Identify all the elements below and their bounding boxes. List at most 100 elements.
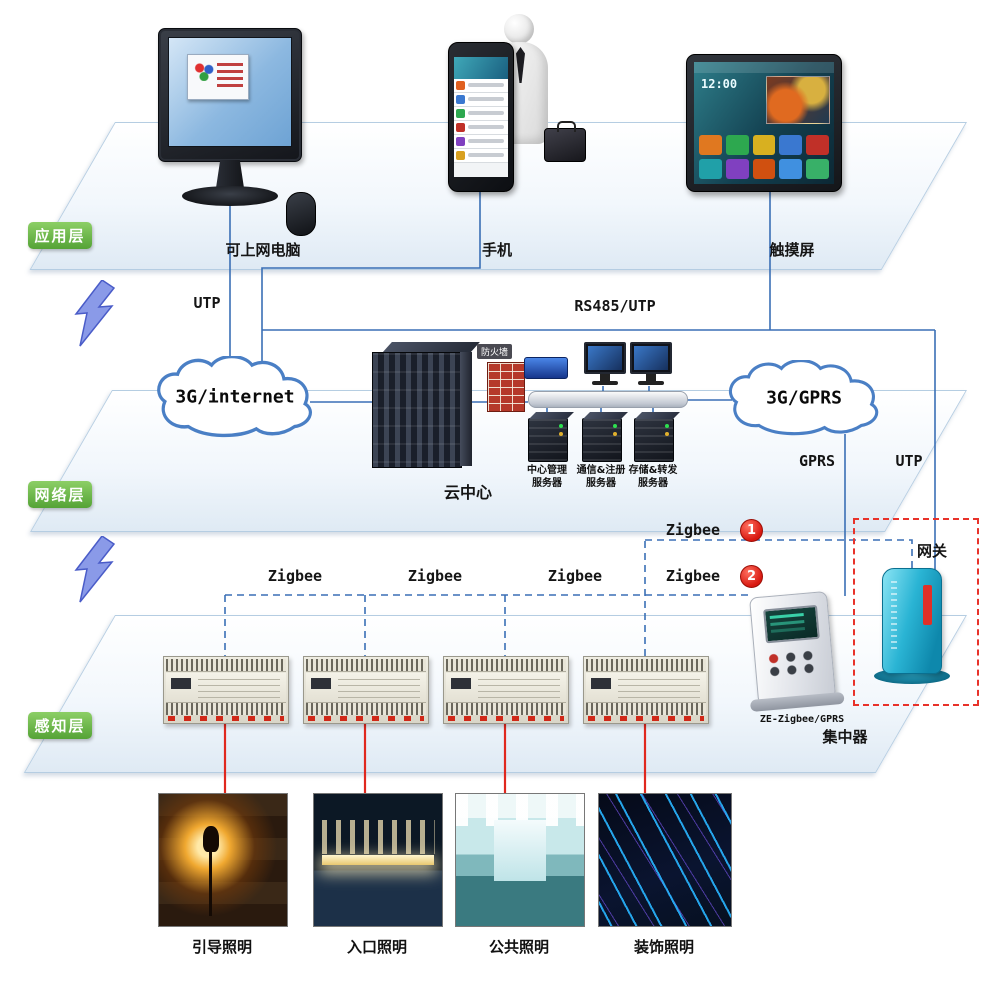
touchscreen-display: 12:00 — [694, 62, 834, 184]
server-rack — [372, 342, 480, 468]
phone-list-row — [454, 121, 508, 135]
utp-right-link-label: UTP — [895, 452, 923, 470]
terminal-pins — [586, 659, 706, 672]
app-icon — [699, 159, 722, 179]
zigbee-badge-2: 2 — [740, 565, 763, 588]
workstation-screen — [630, 342, 672, 374]
app-icon — [725, 135, 749, 155]
phone-list-row — [454, 79, 508, 93]
server-rack-side — [460, 352, 472, 466]
app-icon — [752, 159, 776, 179]
controller-texture — [338, 679, 420, 701]
mouse — [286, 192, 316, 236]
gateway-brand-stripe — [923, 585, 932, 625]
workstation-base — [592, 381, 618, 385]
smartphone — [448, 42, 514, 192]
application-layer-label: 应用层 — [28, 222, 92, 249]
decorative-lighting-photo — [598, 793, 732, 927]
workstation-stand — [600, 374, 610, 381]
phone-list-row — [454, 107, 508, 121]
workstation-screen — [584, 342, 626, 374]
app-icon — [699, 135, 722, 155]
internet-cloud: 3G/internet — [150, 354, 320, 438]
gateway-device — [874, 568, 950, 688]
network-layer-label: 网络层 — [28, 481, 92, 508]
cloud-shape — [728, 358, 879, 436]
entrance-lighting-photo — [313, 793, 443, 927]
monitor-frame — [158, 28, 302, 162]
terminal-pins — [166, 659, 286, 672]
terminal-pins — [166, 702, 286, 715]
zigbee-link-label-1: Zigbee — [267, 567, 323, 585]
pc-label: 可上网电脑 — [225, 241, 301, 259]
phone-header-image — [454, 57, 508, 79]
public-lighting-label: 公共照明 — [488, 938, 549, 956]
guide-lighting-photo — [158, 793, 288, 927]
terminal-pins — [586, 702, 706, 715]
concentrator-screen — [763, 604, 820, 644]
public-lighting-photo — [455, 793, 585, 927]
gateway-highlight-box — [853, 518, 979, 706]
zigbee-link-label-5: Zigbee — [665, 521, 721, 539]
workstation-stand — [646, 374, 656, 381]
controller-texture — [478, 679, 560, 701]
app-icon — [806, 159, 829, 179]
concentrator-model-label: ZE-Zigbee/GPRS — [759, 714, 845, 725]
terminal-red-covers — [308, 716, 424, 721]
businessman-figure-head — [504, 14, 534, 44]
zigbee-link-label-2: Zigbee — [407, 567, 463, 585]
terminal-red-covers — [168, 716, 284, 721]
corridor-end — [494, 820, 546, 882]
communication-server-label: 通信&注册 服务器 — [576, 465, 626, 489]
concentrator-device — [737, 590, 851, 717]
firewall-brick-wall — [487, 362, 525, 412]
controller-body — [306, 673, 426, 705]
window-text-bars — [217, 63, 243, 91]
server-bus-bar — [528, 391, 688, 408]
entrance-lighting-label: 入口照明 — [346, 938, 407, 956]
lit-canopy — [321, 854, 435, 865]
app-icon — [752, 135, 776, 155]
phone-label: 手机 — [481, 241, 512, 259]
lantern-silhouette — [202, 825, 219, 916]
concentrator-body — [749, 590, 837, 706]
cloud-center-label: 云中心 — [443, 483, 492, 502]
management-server — [528, 418, 568, 462]
touchscreen-app-grid — [699, 135, 829, 179]
utp-left-link-label: UTP — [193, 294, 221, 312]
window-logo-icon — [193, 61, 215, 81]
workstation-monitor — [584, 342, 626, 390]
controller-texture — [198, 679, 280, 701]
controller-body — [166, 673, 286, 705]
lighting-controller-module — [163, 656, 289, 724]
lighting-controller-module — [303, 656, 429, 724]
controller-tag — [171, 678, 191, 689]
storage-server-label: 存储&转发 服务器 — [628, 465, 678, 489]
lightning-icon — [74, 280, 116, 347]
lighting-controller-module — [443, 656, 569, 724]
monitor-base — [182, 186, 278, 206]
concentrator-label: 集中器 — [822, 728, 868, 746]
desktop-window — [187, 54, 249, 100]
monitor-stand — [216, 160, 244, 188]
terminal-pins — [446, 659, 566, 672]
gateway-body — [882, 568, 942, 674]
touchscreen-clock: 12:00 — [701, 77, 738, 91]
workstation-base — [638, 381, 664, 385]
lighting-controller-module — [583, 656, 709, 724]
app-icon — [779, 159, 803, 179]
workstation-monitor — [630, 342, 672, 390]
zigbee-link-label-3: Zigbee — [547, 567, 603, 585]
controller-texture — [618, 679, 700, 701]
app-icon — [806, 135, 829, 155]
smartphone-screen — [454, 57, 508, 177]
guide-lighting-label: 引导照明 — [191, 938, 252, 956]
internet-cloud-label: 3G/internet — [175, 386, 295, 408]
touchscreen-panel: 12:00 — [686, 54, 842, 192]
app-icon — [779, 135, 803, 155]
rs485-utp-link-label: RS485/UTP — [574, 297, 656, 315]
terminal-red-covers — [588, 716, 704, 721]
router-device — [524, 357, 568, 379]
briefcase — [544, 121, 586, 162]
gprs-link-label: GPRS — [798, 452, 836, 470]
